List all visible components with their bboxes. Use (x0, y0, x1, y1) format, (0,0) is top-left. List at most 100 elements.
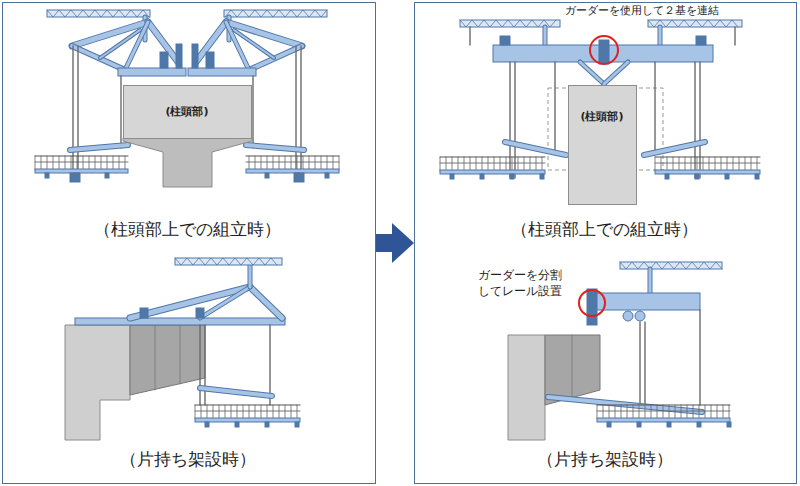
walkway-bracket (540, 174, 544, 179)
walkway-bracket (450, 174, 454, 179)
panel-caption: （片持ち架設時） (537, 449, 673, 470)
hanger-rod (120, 76, 121, 148)
hanger-rod (295, 46, 296, 172)
walkway-post (751, 157, 752, 171)
hanger-rod (72, 46, 73, 172)
walkway-post (597, 405, 598, 419)
rail-girder (587, 289, 597, 325)
walkway-post (476, 157, 477, 171)
walkway-rail (597, 411, 730, 412)
walkway-bracket (265, 422, 269, 427)
walkway-rail (35, 155, 128, 156)
split-girder (596, 293, 700, 310)
walkway-post (315, 156, 316, 170)
truss-member-outline (125, 22, 148, 70)
walkway-post (639, 405, 640, 419)
walkway-post (727, 157, 728, 171)
truss-member-outline (226, 22, 249, 70)
walkway-post (273, 405, 274, 419)
walkway-post (745, 157, 746, 171)
crane-beam (620, 262, 722, 269)
truss-member-outline (200, 388, 272, 396)
walkway-post (679, 157, 680, 171)
walkway-post (757, 157, 758, 171)
walkway-post (231, 405, 232, 419)
main-beam (75, 318, 285, 325)
crane-lattice (460, 20, 556, 27)
crane-lattice (175, 258, 277, 265)
hanger-rod (554, 62, 555, 150)
jack (192, 44, 198, 68)
walkway-post (201, 405, 202, 419)
walkway-post (285, 156, 286, 170)
walkway-post (291, 156, 292, 170)
truss-member (544, 27, 547, 45)
walkway-post (621, 405, 622, 419)
walkway-post (101, 156, 102, 170)
walkway-bracket (295, 422, 299, 427)
hanger-rod (252, 76, 253, 148)
truss-member-outline (130, 287, 250, 318)
truss-member (70, 145, 128, 150)
walkway-bracket (695, 174, 699, 179)
walkway-post (95, 156, 96, 170)
walkway-post (673, 157, 674, 171)
walkway-deck (246, 169, 339, 173)
walkway-post (711, 405, 712, 419)
crane-beam (47, 10, 150, 17)
walkway-post (279, 156, 280, 170)
panel-caption: （柱頭部上での組立時） (94, 219, 281, 240)
assembly-figure (35, 10, 339, 187)
new-segment (130, 325, 205, 395)
walkway-post (327, 156, 328, 170)
truss-member-outline (648, 269, 653, 293)
walkway-post (339, 156, 340, 170)
segment-joint (572, 335, 573, 398)
walkway-post (261, 405, 262, 419)
truss-member-outline (644, 142, 705, 155)
walkway-post (500, 157, 501, 171)
walkway-bracket (325, 173, 329, 178)
callout-note: ガーダーを使用して２基を連結 (565, 4, 719, 19)
walkway-post (705, 405, 706, 419)
walkway-deck (655, 170, 760, 174)
walkway-rail (440, 163, 545, 164)
walkway-post (225, 405, 226, 419)
crane-lattice (620, 262, 722, 269)
hanger-rod (734, 27, 735, 45)
walkway-post (739, 157, 740, 171)
walkway-post (657, 405, 658, 419)
walkway-post (697, 157, 698, 171)
truss-member (250, 287, 282, 318)
walkway-bracket (697, 422, 701, 427)
walkway-post (255, 405, 256, 419)
walkway-post (530, 157, 531, 171)
figure-panel: （柱頭部上での組立時）（片持ち架設時）(柱頭部) (2, 2, 376, 484)
figure-panel: （柱頭部上での組立時）（片持ち架設時）(柱頭部) (414, 2, 797, 484)
segment-joint (180, 325, 181, 384)
truss-member-outline (604, 62, 628, 84)
walkway-post (237, 405, 238, 419)
walkway-post (267, 156, 268, 170)
walkway-post (685, 157, 686, 171)
walkway-bracket (510, 174, 514, 179)
truss-member-outline (543, 27, 548, 45)
walkway-post (249, 405, 250, 419)
crane-lattice (225, 10, 327, 17)
pier-head-label: (柱頭部) (165, 105, 208, 118)
walkway-post (273, 156, 274, 170)
walkway-post (279, 405, 280, 419)
flow-arrow (376, 223, 414, 263)
truss-member-outline (580, 62, 604, 84)
walkway-post (669, 405, 670, 419)
walkway-post (482, 157, 483, 171)
walkway-post (249, 156, 250, 170)
jack (500, 36, 510, 45)
walkway-post (71, 156, 72, 170)
walkway-post (470, 157, 471, 171)
walkway-post (83, 156, 84, 170)
walkway-rail (440, 156, 545, 157)
walkway-post (207, 405, 208, 419)
walkway-post (53, 156, 54, 170)
